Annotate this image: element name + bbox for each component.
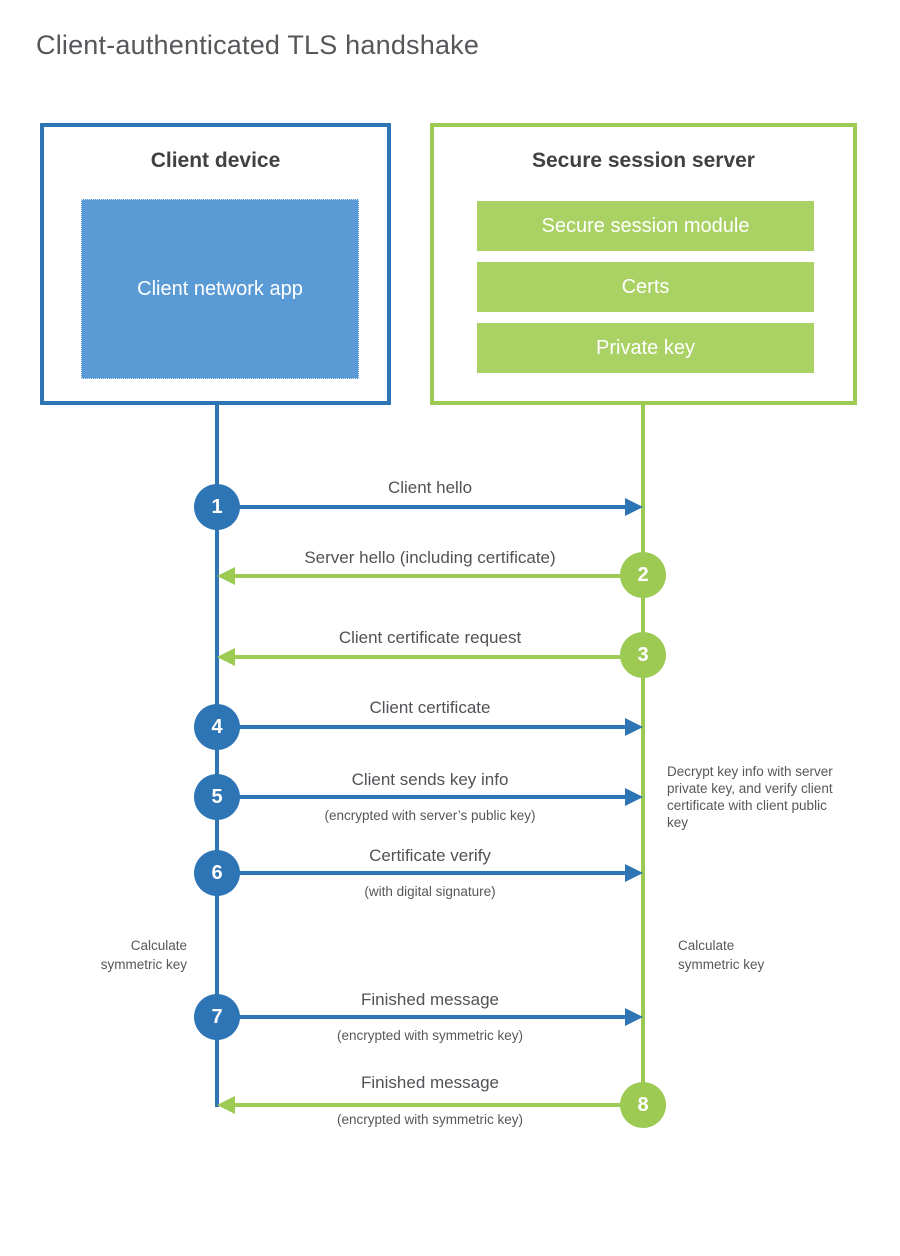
step-number: 2 bbox=[637, 563, 649, 586]
step-circle-7: 7 bbox=[194, 994, 240, 1040]
message-arrow-right bbox=[217, 718, 643, 736]
message-label: Server hello (including certificate) bbox=[304, 548, 556, 567]
client-lifeline bbox=[215, 405, 219, 1107]
step-circle-8: 8 bbox=[620, 1082, 666, 1128]
message-sublabel: (encrypted with symmetric key) bbox=[336, 1028, 524, 1043]
step-circle-2: 2 bbox=[620, 552, 666, 598]
step-number: 5 bbox=[211, 785, 223, 808]
step-number: 8 bbox=[637, 1093, 649, 1116]
step-circle-6: 6 bbox=[194, 850, 240, 896]
server-box: Secure session server Secure session mod… bbox=[430, 123, 857, 405]
diagram-title: Client-authenticated TLS handshake bbox=[36, 30, 480, 60]
message-arrow-right bbox=[217, 1008, 643, 1026]
message-label: Certificate verify bbox=[369, 846, 491, 865]
server-module-secure-session: Secure session module bbox=[477, 201, 814, 251]
step-circle-1: 1 bbox=[194, 484, 240, 530]
message-label: Finished message bbox=[361, 1073, 499, 1092]
message-arrow-left bbox=[217, 567, 643, 585]
step-number: 3 bbox=[637, 643, 649, 666]
message-sublabel: (with digital signature) bbox=[364, 884, 496, 899]
message-label: Client certificate bbox=[369, 698, 491, 717]
message-arrow-right bbox=[217, 864, 643, 882]
message-label: Client certificate request bbox=[338, 628, 522, 647]
step-number: 4 bbox=[211, 715, 223, 738]
message-arrow-right bbox=[217, 788, 643, 806]
step-number: 7 bbox=[211, 1005, 223, 1028]
message-label: Finished message bbox=[361, 990, 499, 1009]
server-heading: Secure session server bbox=[532, 149, 755, 172]
step-number: 1 bbox=[211, 495, 223, 518]
message-arrow-left bbox=[217, 648, 643, 666]
step-circle-5: 5 bbox=[194, 774, 240, 820]
server-module-private-key: Private key bbox=[477, 323, 814, 373]
client-device-box: Client device Client network app bbox=[40, 123, 391, 405]
message-sublabel: (encrypted with symmetric key) bbox=[336, 1112, 524, 1127]
message-arrow-right bbox=[217, 498, 643, 516]
calculate-symmetric-key-right: Calculate symmetric key bbox=[678, 938, 765, 972]
client-network-app-label: Client network app bbox=[137, 277, 303, 300]
decrypt-note: Decrypt key info with server private key… bbox=[667, 764, 833, 830]
client-device-heading: Client device bbox=[150, 149, 281, 172]
server-module-certs: Certs bbox=[477, 262, 814, 312]
message-sublabel: (encrypted with server’s public key) bbox=[324, 808, 536, 823]
message-label: Client sends key info bbox=[351, 770, 509, 789]
server-lifeline bbox=[641, 405, 645, 1105]
message-label: Client hello bbox=[387, 478, 473, 497]
calculate-symmetric-key-left: Calculate symmetric key bbox=[100, 938, 187, 972]
step-number: 6 bbox=[211, 861, 223, 884]
client-network-app-box: Client network app bbox=[81, 199, 359, 379]
message-arrow-left bbox=[217, 1096, 643, 1114]
step-circle-4: 4 bbox=[194, 704, 240, 750]
step-circle-3: 3 bbox=[620, 632, 666, 678]
